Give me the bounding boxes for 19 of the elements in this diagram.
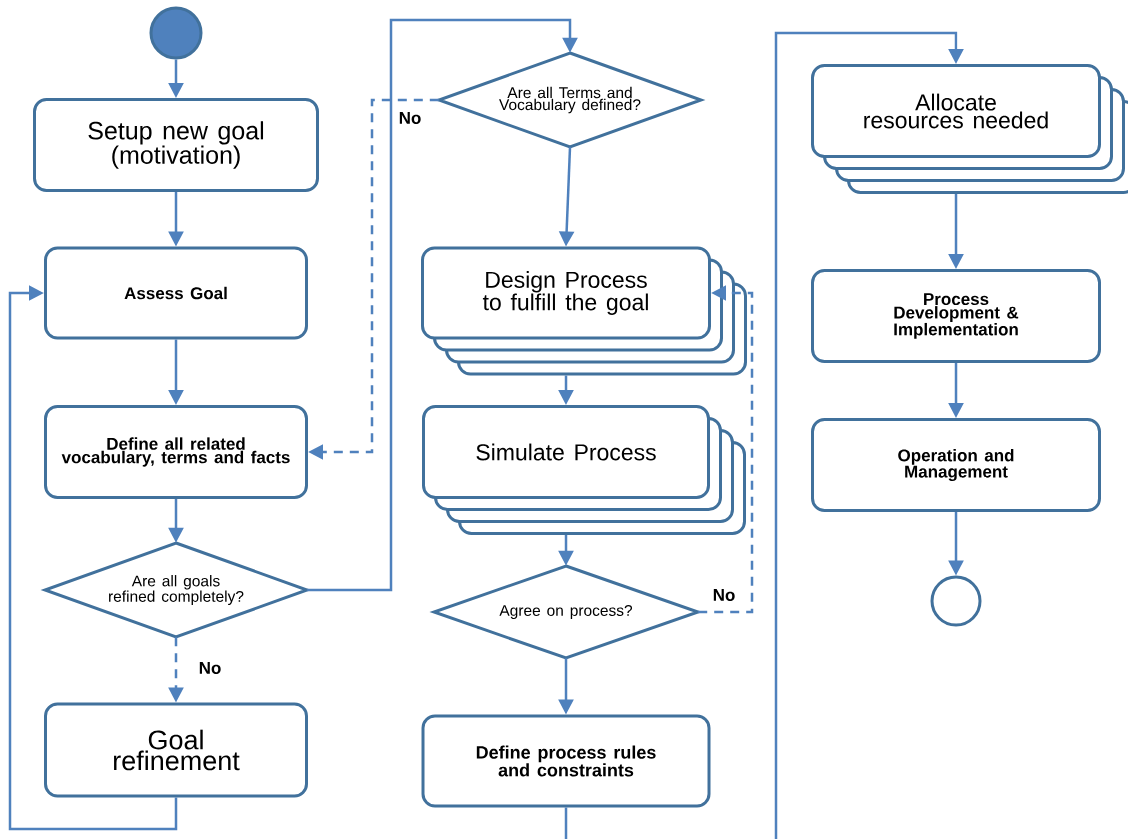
edge-label: No [710, 587, 738, 603]
arrow [307, 18, 578, 592]
process-box: Define process rules and constraints [421, 714, 711, 808]
process-box: Goal refinement [44, 702, 308, 798]
process-box: Define all related vocabulary, terms and facts [44, 405, 308, 499]
connector-line [564, 807, 568, 839]
process-box: Assess Goal [44, 246, 308, 340]
process-box: Setup new goal (motivation) [33, 98, 319, 192]
edge-label: No [196, 660, 224, 676]
end-circle [930, 575, 982, 627]
stacked-process-box: Allocate resources needed [811, 64, 1128, 194]
stacked-process-box: Design Process to fulfill the goal [421, 246, 747, 376]
edge-label: No [396, 110, 424, 126]
arrow [8, 285, 178, 831]
arrow [774, 31, 964, 839]
process-box: Process Development & Implementation [811, 269, 1101, 363]
stacked-process-box: Simulate Process [422, 405, 746, 535]
start-circle [149, 6, 203, 60]
process-box: Operation and Management [811, 418, 1101, 512]
